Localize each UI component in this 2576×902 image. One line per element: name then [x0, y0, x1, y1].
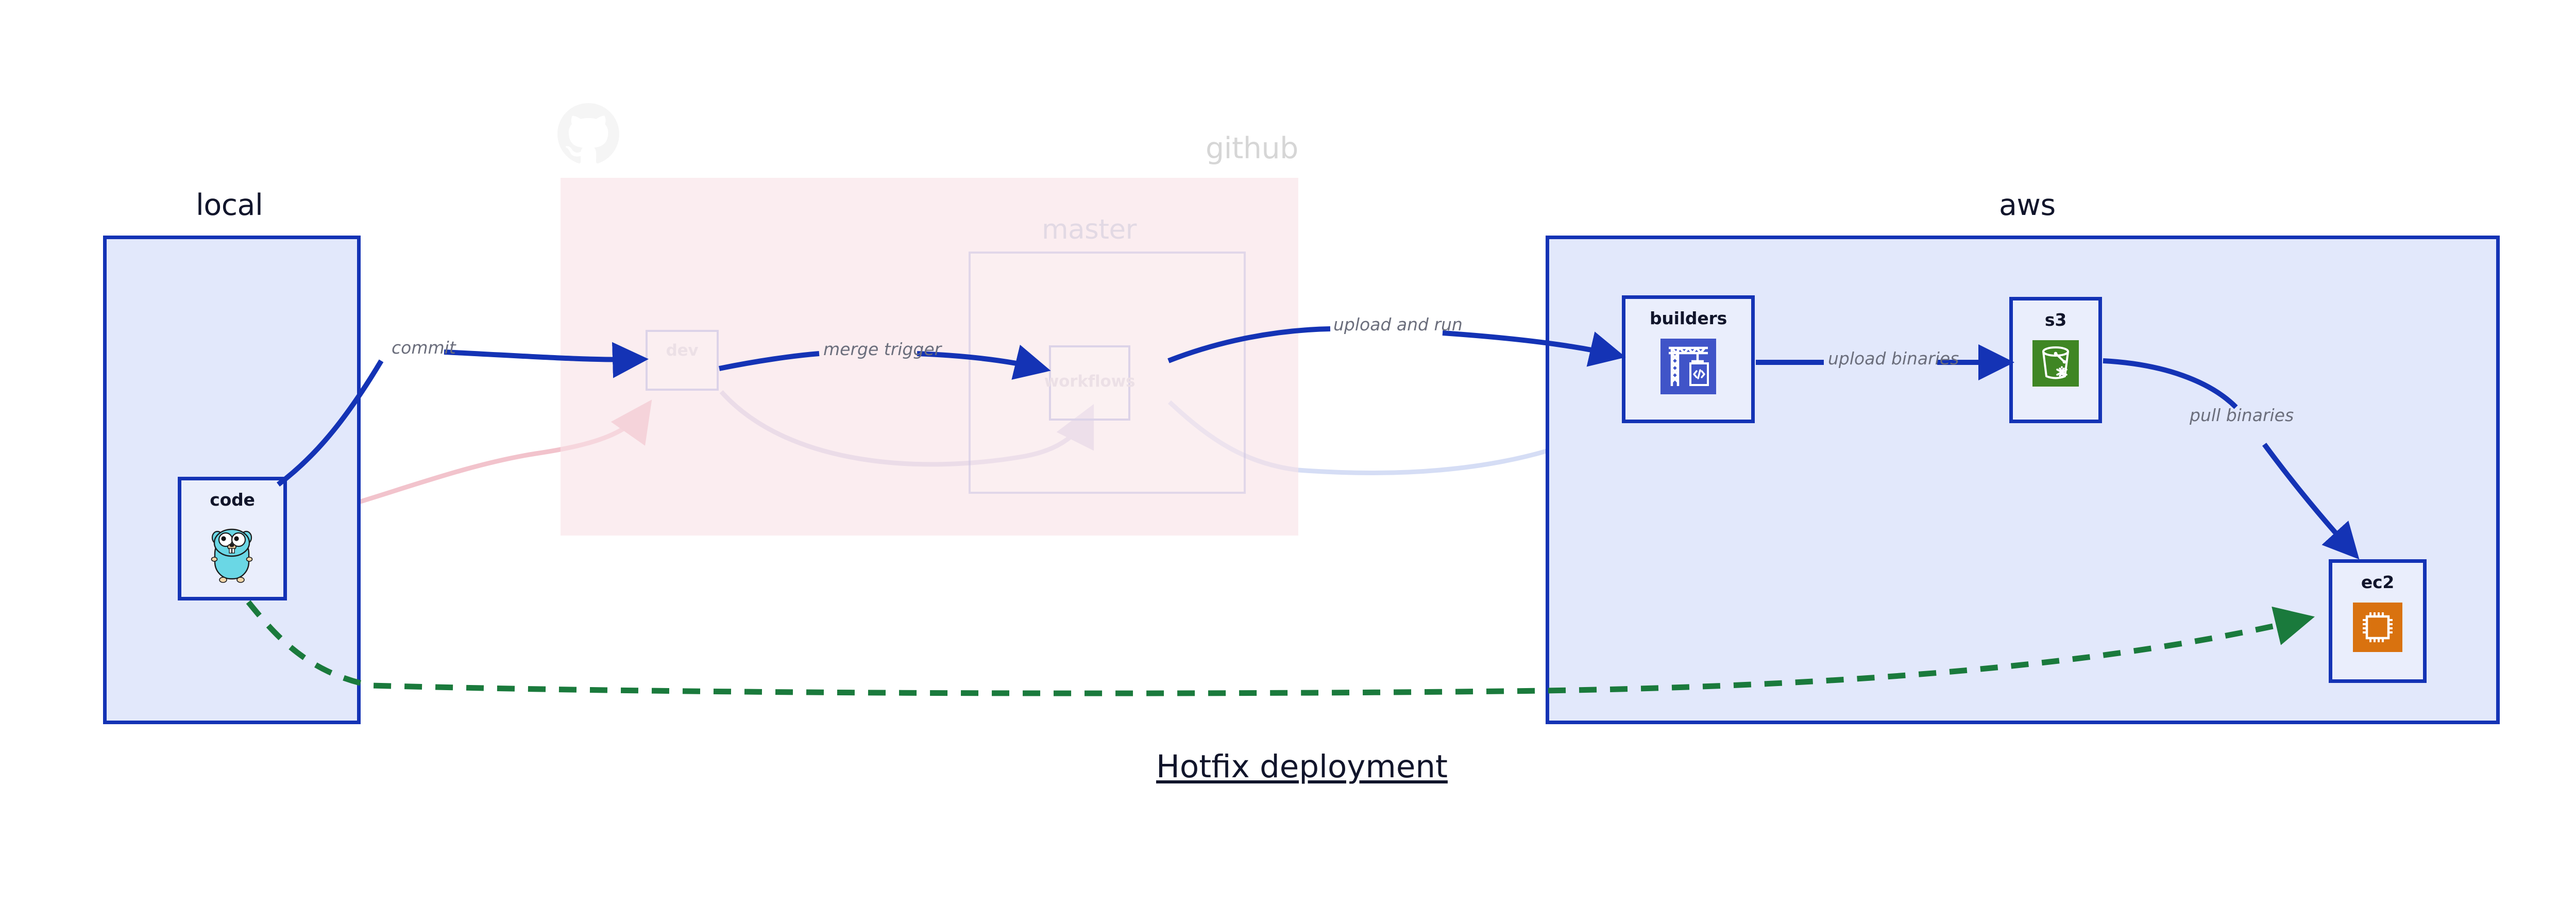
- edge-label-pull-binaries: pull binaries: [2190, 405, 2294, 425]
- aws-ec2-chip-icon: [2353, 603, 2402, 654]
- aws-codebuild-icon: [1660, 339, 1716, 396]
- node-dev[interactable]: dev: [646, 330, 719, 391]
- node-code-label: code: [210, 490, 255, 510]
- github-octocat-icon: [557, 103, 619, 167]
- group-label-github: github: [1206, 131, 1298, 165]
- go-gopher-icon: [204, 520, 261, 589]
- aws-s3-glacier-bucket-icon: [2032, 340, 2079, 389]
- node-ec2[interactable]: ec2: [2329, 559, 2427, 683]
- group-label-local: local: [196, 188, 263, 222]
- node-code[interactable]: code: [178, 477, 287, 600]
- node-s3[interactable]: s3: [2009, 297, 2102, 423]
- node-builders[interactable]: builders: [1622, 295, 1755, 423]
- edge-label-upload-and-run: upload and run: [1333, 314, 1463, 335]
- node-s3-label: s3: [2044, 310, 2067, 330]
- edge-label-upload-binaries: upload binaries: [1828, 348, 1959, 369]
- node-ec2-label: ec2: [2361, 572, 2395, 592]
- node-dev-label: dev: [666, 341, 699, 360]
- node-builders-label: builders: [1649, 308, 1727, 328]
- diagram-title: Hotfix deployment: [1156, 748, 1448, 785]
- node-workflows[interactable]: workflows: [1044, 345, 1135, 421]
- group-label-master: master: [1042, 214, 1137, 245]
- edge-label-merge-trigger: merge trigger: [823, 339, 942, 359]
- node-workflows-label: workflows: [1044, 372, 1136, 391]
- edge-label-commit: commit: [392, 338, 456, 358]
- group-label-aws: aws: [1999, 188, 2056, 222]
